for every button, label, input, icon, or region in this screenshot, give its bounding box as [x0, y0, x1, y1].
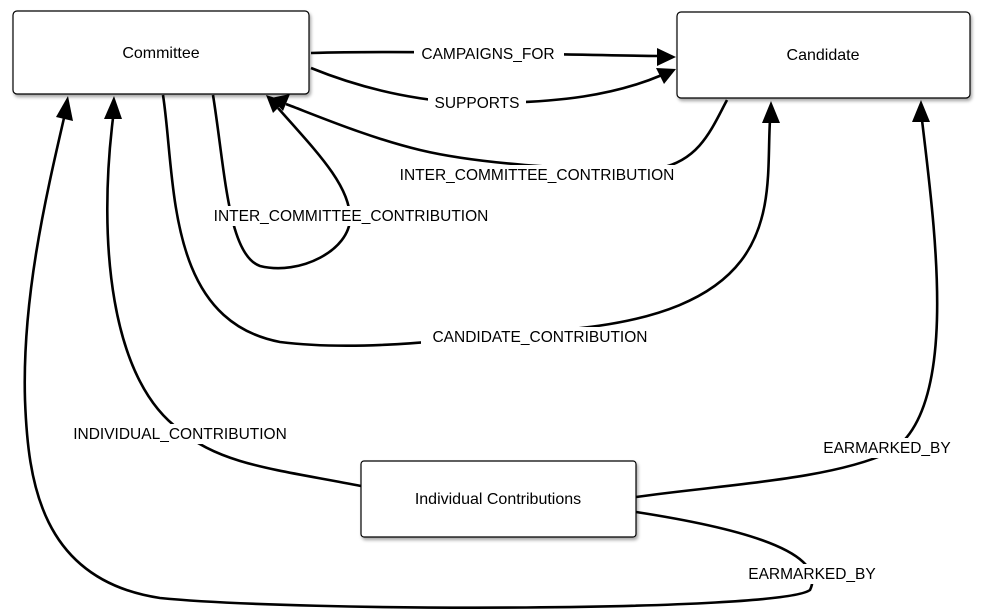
label-earmarked-by-committee: EARMARKED_BY: [740, 564, 886, 584]
arrowhead-icon: [104, 96, 122, 119]
label-earmarked-by-candidate-text: EARMARKED_BY: [823, 440, 950, 457]
node-candidate-box: [676, 11, 971, 99]
node-committee-label: Committee: [122, 45, 199, 62]
arrowhead-icon: [912, 100, 930, 122]
label-candidate-contribution: CANDIDATE_CONTRIBUTION: [421, 327, 659, 347]
arrowhead-icon: [657, 48, 676, 66]
node-committee-box: [12, 10, 310, 95]
label-campaigns-for-text: CAMPAIGNS_FOR: [421, 46, 554, 63]
label-individual-contribution: INDIVIDUAL_CONTRIBUTION: [62, 424, 299, 444]
arrowhead-icon: [266, 95, 285, 113]
label-supports-text: SUPPORTS: [435, 95, 520, 112]
label-earmarked-by-candidate: EARMARKED_BY: [815, 438, 961, 458]
node-candidate-label: Candidate: [787, 47, 860, 64]
node-committee[interactable]: Committee: [12, 10, 310, 95]
label-earmarked-by-committee-text: EARMARKED_BY: [748, 566, 875, 583]
label-candidate-contribution-text: CANDIDATE_CONTRIBUTION: [432, 329, 647, 346]
node-individual-contributions-label: Individual Contributions: [415, 491, 581, 508]
edge-inter-committee-contribution-self-line: [211, 94, 352, 270]
edge-individual-contribution: [104, 96, 362, 488]
label-inter-committee-contribution-self-text: INTER_COMMITTEE_CONTRIBUTION: [214, 208, 489, 225]
node-candidate[interactable]: Candidate: [676, 11, 971, 99]
label-inter-committee-contribution-candidate: INTER_COMMITTEE_CONTRIBUTION: [386, 165, 688, 185]
edge-individual-contribution-line: [106, 117, 362, 488]
arrowhead-icon: [762, 101, 780, 123]
edge-inter-committee-contribution-candidate-line: [285, 99, 729, 171]
label-inter-committee-contribution-candidate-text: INTER_COMMITTEE_CONTRIBUTION: [400, 167, 675, 184]
edge-inter-committee-contribution-self: [211, 94, 352, 270]
arrowhead-icon: [656, 68, 676, 84]
node-individual-contributions-box: [360, 460, 637, 538]
label-inter-committee-contribution-self: INTER_COMMITTEE_CONTRIBUTION: [200, 206, 502, 226]
arrowhead-icon: [56, 96, 73, 121]
label-campaigns-for: CAMPAIGNS_FOR: [414, 44, 564, 64]
label-individual-contribution-text: INDIVIDUAL_CONTRIBUTION: [73, 426, 287, 443]
node-individual-contributions[interactable]: Individual Contributions: [360, 460, 637, 538]
label-supports: SUPPORTS: [428, 93, 526, 113]
